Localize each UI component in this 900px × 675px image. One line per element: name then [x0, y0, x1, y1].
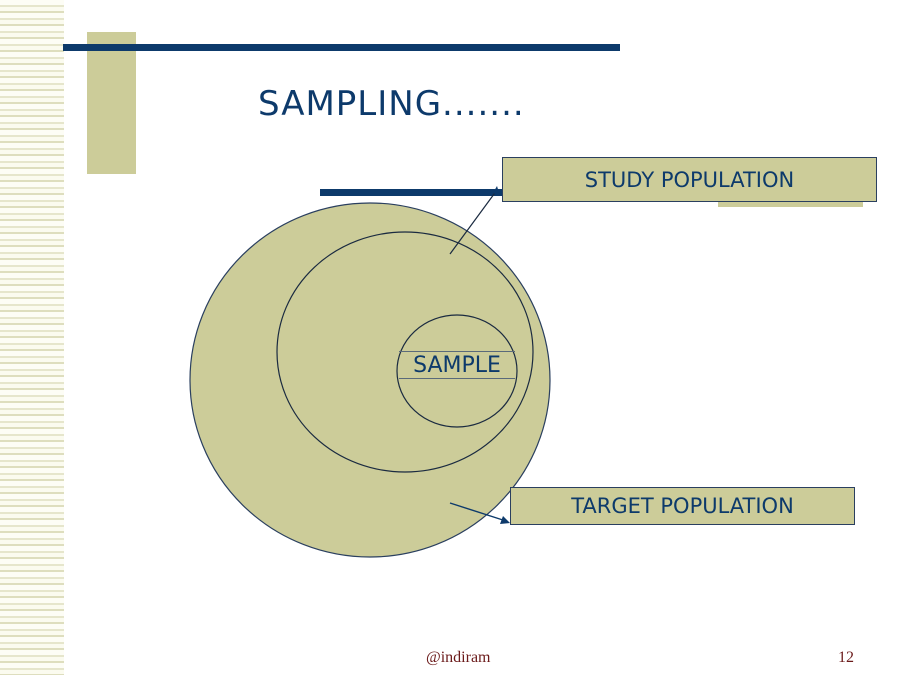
study-population-label: STUDY POPULATION: [502, 157, 877, 202]
study-population-circle: [276, 231, 534, 473]
decorative-khaki-block: [87, 32, 136, 174]
sample-circle: [396, 314, 518, 428]
footer-author: @indiram: [426, 649, 491, 666]
target-population-circle: [189, 202, 551, 558]
study-population-text: STUDY POPULATION: [584, 167, 795, 192]
sample-label: SAMPLE: [399, 351, 515, 379]
decorative-stripes: [0, 0, 64, 675]
target-arrowhead-icon: [500, 516, 510, 524]
target-pointer-line: [449, 502, 507, 522]
decorative-top-bar: [63, 44, 620, 51]
page-number: 12: [838, 649, 854, 666]
study-arrowhead-icon: [493, 186, 500, 196]
target-population-label: TARGET POPULATION: [510, 487, 855, 525]
slide-title: SAMPLING.......: [258, 84, 525, 124]
target-population-text: TARGET POPULATION: [571, 494, 794, 518]
study-pointer-line: [449, 189, 498, 255]
decorative-mid-bar: [320, 189, 520, 196]
